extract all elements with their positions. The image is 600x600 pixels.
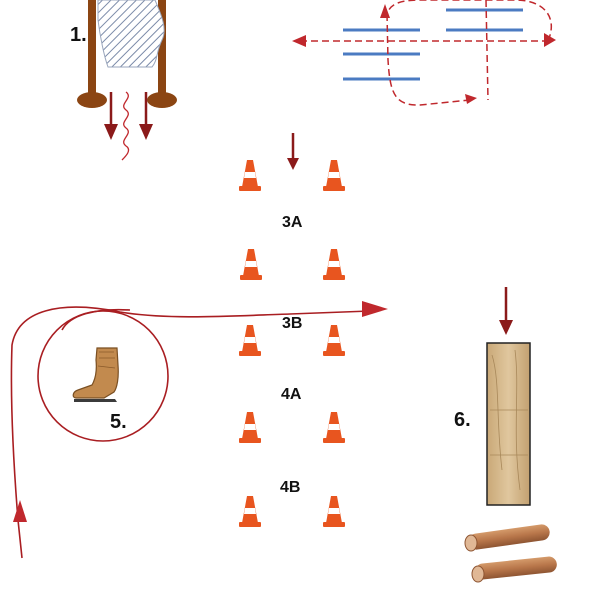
lane-4b-label: 4B [280, 479, 301, 496]
lane-3b-label: 3B [282, 315, 303, 332]
cowboy-boot-icon [72, 347, 119, 402]
hanging-curtain-gate-icon [77, 0, 177, 161]
lane-4a-label: 4A [281, 386, 302, 403]
dashed-route [300, 0, 553, 106]
right-post-base [147, 92, 177, 108]
entry-swirl [61, 308, 131, 331]
right-post [158, 0, 166, 94]
log-icon [464, 524, 557, 583]
route-arrow-up [380, 4, 390, 18]
ground-poles-icon [343, 8, 523, 81]
traffic-cone-icon [239, 412, 261, 443]
loop-arrow-right [362, 301, 388, 317]
traffic-cone-icon [239, 160, 261, 191]
station-6-label: 6. [454, 409, 471, 431]
traffic-cone-icon [323, 496, 345, 527]
route-arrow-left [292, 35, 306, 47]
traffic-cone-icon [323, 160, 345, 191]
station-1-label: 1. [70, 24, 87, 46]
traffic-cone-icon [239, 496, 261, 527]
cone-group [239, 160, 345, 527]
route-arrow-return [465, 94, 477, 104]
wooden-board-icon [486, 342, 531, 506]
traffic-cone-icon [239, 325, 261, 356]
loop-route [10, 306, 371, 559]
lane-3a-label: 3A [282, 214, 303, 231]
traffic-cone-icon [323, 412, 345, 443]
left-post [88, 0, 96, 94]
loop-arrow-up [13, 500, 27, 522]
traffic-cone-icon [323, 249, 345, 280]
entry-line [10, 306, 371, 559]
left-post-base [77, 92, 107, 108]
route-arrow-right [544, 33, 556, 47]
station-5-label: 5. [110, 411, 127, 433]
curtain [97, 0, 165, 68]
traffic-cone-icon [240, 249, 262, 280]
squiggle-path [121, 91, 130, 161]
traffic-cone-icon [323, 325, 345, 356]
